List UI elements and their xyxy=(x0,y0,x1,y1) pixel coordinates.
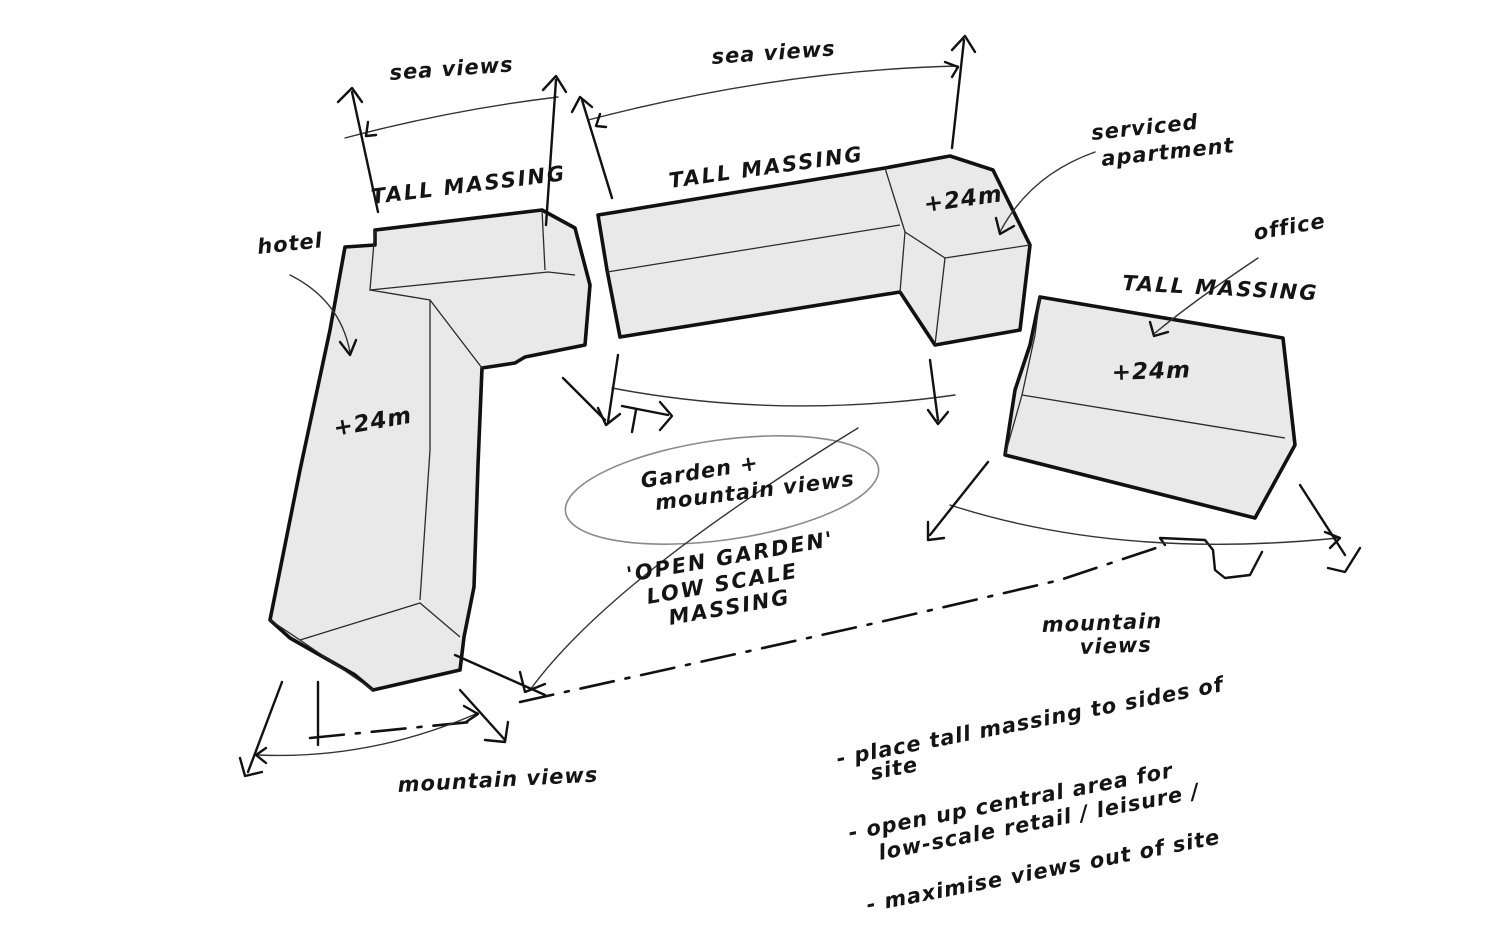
sea-views-label-left: sea views xyxy=(389,52,515,85)
mountain-view-arc-left xyxy=(238,653,547,778)
hotel-leader-arrow xyxy=(289,274,358,357)
garden-ellipse xyxy=(564,435,880,545)
office-block xyxy=(1003,295,1297,520)
office-label: office xyxy=(1252,209,1328,245)
office-leader-arrow xyxy=(1148,257,1259,338)
mountain-view-arc-right xyxy=(926,460,1362,574)
garden-to-boundary-arrow xyxy=(518,427,859,694)
sea-view-arc-right xyxy=(570,34,977,200)
mountain-views-label-right-line1: mountain xyxy=(1041,609,1162,637)
sea-view-arc-left xyxy=(336,74,568,227)
site-boundary xyxy=(308,536,1264,747)
office-height-label: +24m xyxy=(1111,357,1191,386)
mountain-views-label-right-line2: views xyxy=(1079,632,1152,658)
design-notes: - place tall massing to sides of site - … xyxy=(834,672,1227,917)
mountain-views-label-bottom: mountain views xyxy=(397,763,599,797)
serviced-leader-arrow xyxy=(994,151,1096,236)
garden-view-arc xyxy=(561,353,956,434)
tall-massing-label-left: TALL MASSING xyxy=(370,161,568,209)
hotel-label: hotel xyxy=(256,228,324,259)
tall-massing-label-right: TALL MASSING xyxy=(1122,271,1319,305)
sea-views-label-right: sea views xyxy=(711,36,837,69)
central-bar-block xyxy=(596,154,1032,347)
hotel-block xyxy=(268,208,592,692)
